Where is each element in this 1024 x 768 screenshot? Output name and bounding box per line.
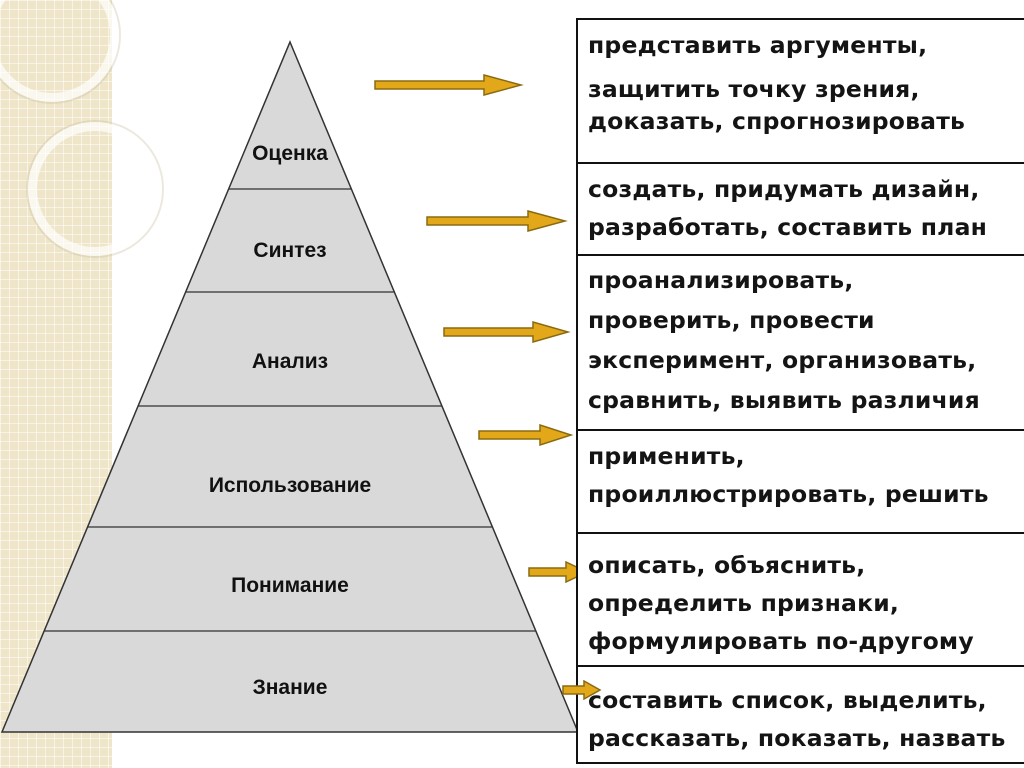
- verb-line: рассказать, показать, назвать: [588, 724, 1006, 752]
- verbs-application: применить, проиллюстрировать, решить: [578, 431, 1024, 534]
- verb-line: представить аргументы,: [588, 31, 928, 59]
- pyramid-level-evaluation: Оценка: [252, 142, 328, 165]
- verb-line: применить,: [588, 442, 745, 470]
- verbs-synthesis: создать, придумать дизайн, разработать, …: [578, 164, 1024, 256]
- verb-line: проиллюстрировать, решить: [588, 480, 989, 508]
- right-arrow-icon: [443, 321, 571, 343]
- right-arrow-icon: [426, 210, 568, 232]
- verb-line: эксперимент, организовать,: [588, 346, 977, 374]
- verb-line: составить список, выделить,: [588, 686, 987, 714]
- right-arrow-icon: [374, 74, 524, 96]
- pyramid-level-synthesis: Синтез: [253, 239, 326, 262]
- verb-line: разработать, составить план: [588, 213, 988, 241]
- background-texture-strip: [0, 0, 162, 768]
- pyramid-level-comprehension: Понимание: [231, 574, 349, 597]
- pyramid-shape: [0, 40, 580, 733]
- right-arrow-icon: [562, 680, 602, 700]
- verb-line: проверить, провести: [588, 306, 875, 334]
- verb-line: описать, объяснить,: [588, 551, 866, 579]
- ring-decoration-icon: [28, 122, 162, 256]
- action-verbs-list: представить аргументы, защитить точку зр…: [576, 18, 1024, 764]
- verb-line: доказать, спрогнозировать: [588, 107, 966, 135]
- pyramid-level-application: Использование: [209, 474, 371, 497]
- blooms-taxonomy-pyramid: Оценка Синтез Анализ Использование Поним…: [0, 40, 580, 733]
- verbs-knowledge: составить список, выделить, рассказать, …: [578, 667, 1024, 762]
- verb-line: создать, придумать дизайн,: [588, 175, 980, 203]
- verbs-analysis: проанализировать, проверить, провести эк…: [578, 256, 1024, 431]
- right-arrow-icon: [478, 424, 574, 446]
- verbs-evaluation: представить аргументы, защитить точку зр…: [578, 20, 1024, 164]
- verb-line: защитить точку зрения,: [588, 75, 920, 103]
- verb-line: определить признаки,: [588, 589, 900, 617]
- verb-line: сравнить, выявить различия: [588, 386, 980, 414]
- pyramid-level-analysis: Анализ: [252, 350, 328, 373]
- verb-line: формулировать по-другому: [588, 627, 974, 655]
- pyramid-level-knowledge: Знание: [253, 676, 328, 699]
- verbs-comprehension: описать, объяснить, определить признаки,…: [578, 534, 1024, 667]
- verb-line: проанализировать,: [588, 266, 854, 294]
- ring-decoration-icon: [0, 0, 119, 102]
